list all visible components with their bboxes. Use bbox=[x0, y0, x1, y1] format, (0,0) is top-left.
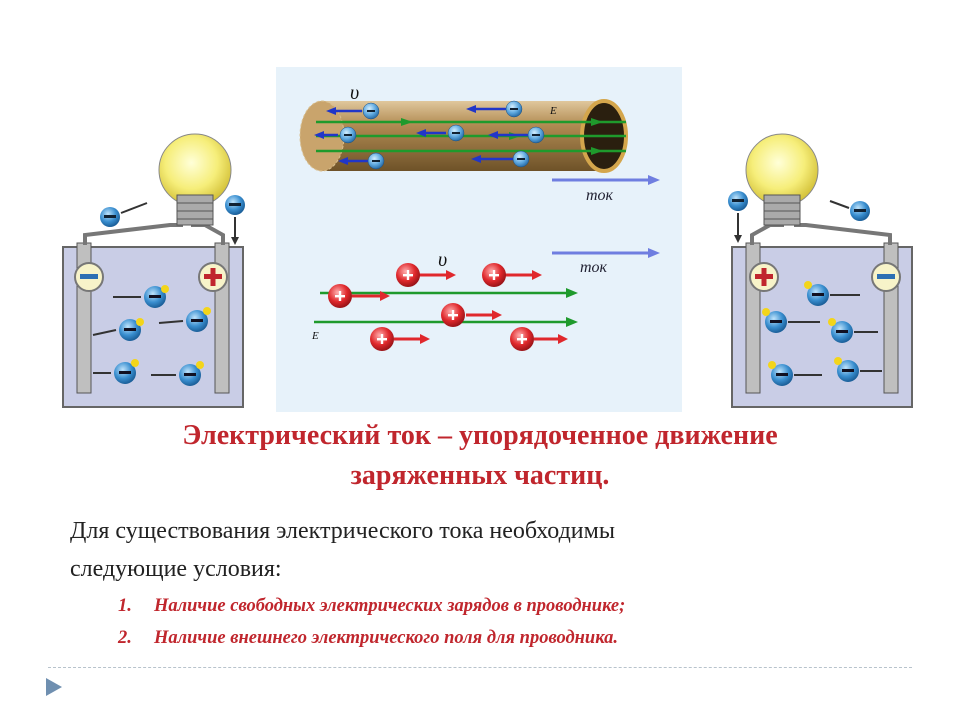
right-electrolysis-illustration bbox=[728, 133, 913, 408]
title-line-2: заряженных частиц. bbox=[350, 460, 610, 491]
current-diagram: υ E ток ток υ E bbox=[276, 67, 682, 412]
body-paragraph: Для существования электрического тока не… bbox=[70, 512, 910, 588]
current-label-bottom: ток bbox=[580, 259, 608, 276]
condition-text: Наличие внешнего электрического поля для… bbox=[154, 628, 618, 648]
condition-number: 1. bbox=[118, 596, 132, 616]
velocity-label-bottom: υ bbox=[438, 249, 447, 271]
next-slide-arrow-icon[interactable] bbox=[44, 676, 64, 698]
condition-item: 2. Наличие внешнего электрического поля … bbox=[118, 622, 918, 654]
field-label-top: E bbox=[549, 105, 557, 117]
conditions-list: 1. Наличие свободных электрических заряд… bbox=[118, 590, 918, 654]
current-label-top: ток bbox=[586, 187, 614, 204]
field-label-bottom: E bbox=[311, 330, 319, 342]
footer-divider bbox=[48, 667, 912, 668]
condition-text: Наличие свободных электрических зарядов … bbox=[154, 596, 626, 616]
slide-title: Электрический ток – упорядоченное движен… bbox=[40, 416, 920, 496]
condition-number: 2. bbox=[118, 628, 132, 648]
condition-item: 1. Наличие свободных электрических заряд… bbox=[118, 590, 918, 622]
body-line-1: Для существования электрического тока не… bbox=[70, 518, 615, 544]
velocity-label-top: υ bbox=[350, 82, 359, 104]
left-electrolysis-illustration bbox=[62, 133, 245, 408]
title-line-1: Электрический ток – упорядоченное движен… bbox=[182, 420, 778, 451]
body-line-2: следующие условия: bbox=[70, 556, 282, 582]
